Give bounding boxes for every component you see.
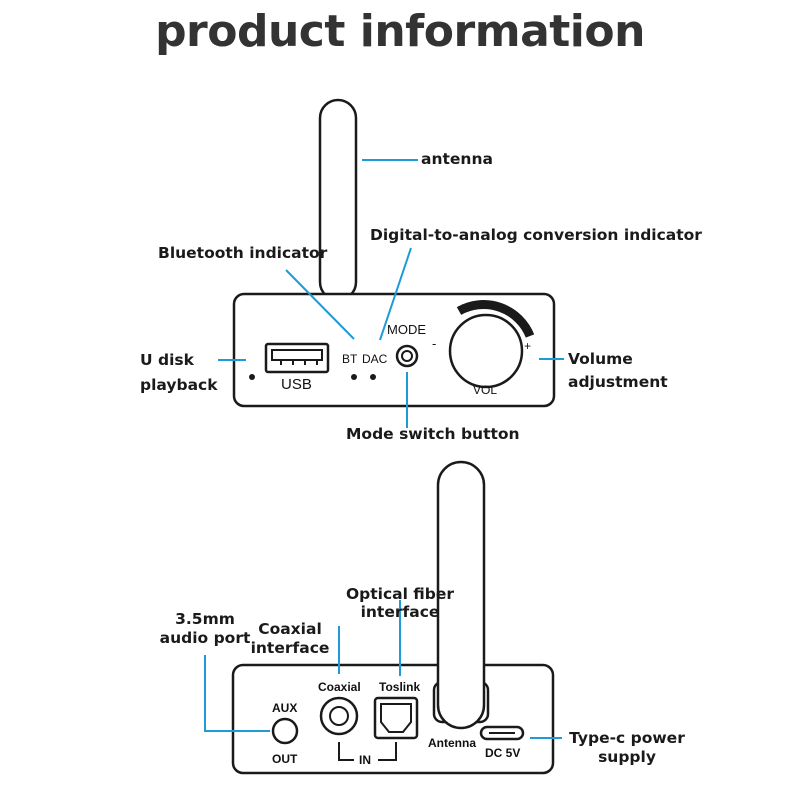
dac-led xyxy=(370,374,376,380)
typec-port xyxy=(479,725,525,741)
antenna-port-text: Antenna xyxy=(428,736,476,750)
bluetooth-leader xyxy=(285,269,355,340)
dc5v-text: DC 5V xyxy=(485,746,521,760)
in-text: IN xyxy=(359,753,371,767)
coaxial-text: Coaxial xyxy=(318,680,361,694)
toslink-port xyxy=(373,696,419,740)
aux-text: AUX xyxy=(272,701,298,715)
u-disk-led xyxy=(249,374,255,380)
bt-led xyxy=(351,374,357,380)
coaxial-port xyxy=(319,696,359,736)
bluetooth-indicator-label: Bluetooth indicator xyxy=(158,244,328,262)
usb-port xyxy=(264,342,330,374)
page-title: product information xyxy=(155,6,645,57)
dac-indicator-label: Digital-to-analog conversion indicator xyxy=(370,226,702,244)
rear-device xyxy=(231,460,555,775)
aux-port xyxy=(271,717,299,745)
optical-label-line1: Optical fiber xyxy=(345,585,455,603)
out-text: OUT xyxy=(272,752,298,766)
volume-label-line1: Volume xyxy=(568,350,633,368)
bt-text: BT xyxy=(342,352,358,366)
coaxial-label-line2: interface xyxy=(250,639,330,657)
rear-antenna xyxy=(436,460,486,730)
plus-text: + xyxy=(524,339,532,353)
mode-text: MODE xyxy=(387,322,426,337)
usb-port-tongue xyxy=(271,349,323,361)
front-antenna xyxy=(318,98,358,302)
volume-arc xyxy=(456,300,535,338)
front-device xyxy=(232,98,556,408)
optical-label-line2: interface xyxy=(360,603,440,621)
volume-knob xyxy=(448,313,524,389)
dac-leader xyxy=(379,247,412,341)
usb-text: USB xyxy=(281,376,312,393)
audio-port-label-line1: 3.5mm xyxy=(175,610,235,628)
mode-button xyxy=(395,344,419,368)
audio-port-leader xyxy=(204,655,270,732)
rear-leader-lines xyxy=(204,600,562,739)
typec-label-line2: supply xyxy=(598,748,656,766)
typec-label-line1: Type-c power xyxy=(569,729,685,747)
front-indicator-leds xyxy=(249,374,376,380)
front-leader-lines xyxy=(218,159,564,428)
volume-label-line2: adjustment xyxy=(568,373,668,391)
front-device-body xyxy=(232,292,556,408)
vol-text: VOL xyxy=(473,383,498,397)
toslink-text: Toslink xyxy=(379,680,421,694)
coaxial-label-line1: Coaxial xyxy=(258,620,322,638)
mode-switch-label: Mode switch button xyxy=(346,425,520,443)
antenna-label: antenna xyxy=(421,150,493,168)
minus-text: - xyxy=(432,336,437,351)
u-disk-label-line1: U disk xyxy=(140,351,194,369)
audio-port-label-line2: audio port xyxy=(159,629,251,647)
dac-text: DAC xyxy=(362,352,388,366)
u-disk-label-line2: playback xyxy=(140,376,218,394)
in-bracket xyxy=(338,742,397,761)
